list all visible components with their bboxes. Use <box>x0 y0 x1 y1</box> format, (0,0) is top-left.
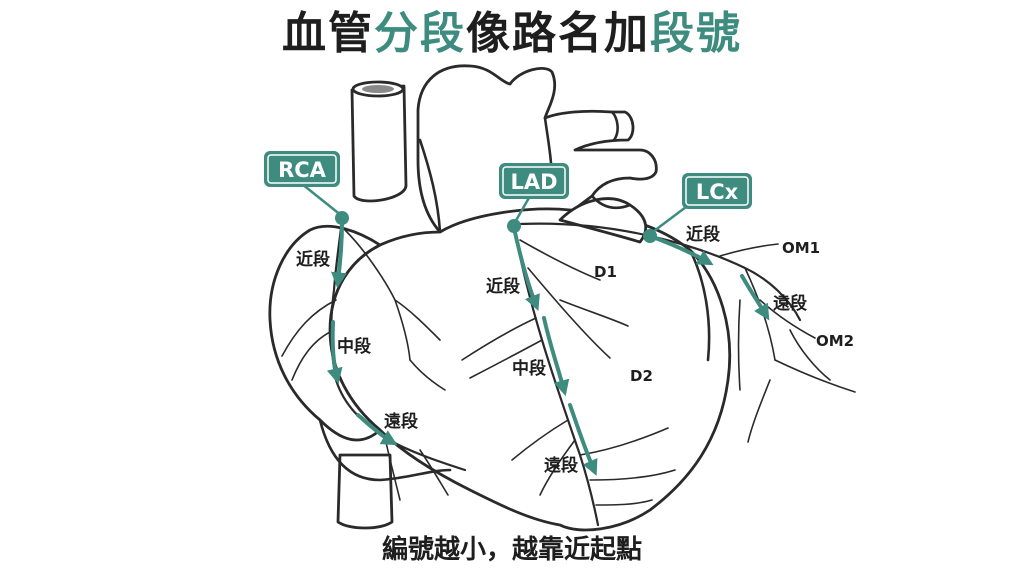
rca-mid-label: 中段 <box>337 336 371 357</box>
rca-name-label: RCA <box>278 158 327 182</box>
footer-caption: 編號越小，越靠近起點 <box>381 535 642 565</box>
lad-mid-arrow <box>542 316 570 397</box>
lad-proximal-arrow <box>512 226 540 311</box>
lcx-proximal-label: 近段 <box>686 224 720 245</box>
lcx-branch-om1-label: OM1 <box>782 239 820 257</box>
rca-name-box: RCA <box>264 151 340 187</box>
rca-proximal-arrow <box>330 220 347 289</box>
segment-labels: 近段 中段 遠段 近段 中段 遠段 近段 遠段 <box>296 224 807 476</box>
lad-proximal-label: 近段 <box>486 276 520 297</box>
lad-branch-d2-label: D2 <box>630 367 653 385</box>
page-title: 血管分段像路名加段號 <box>0 4 1024 64</box>
lad-branch-d1-label: D1 <box>594 263 617 281</box>
heart-illustration <box>268 64 732 532</box>
branch-labels: D1 D2 OM1 OM2 <box>594 239 854 385</box>
rca-mid-arrow <box>326 320 343 385</box>
lcx-branch-om2-label: OM2 <box>816 332 854 350</box>
lcx-distal-arrow <box>740 274 770 321</box>
lad-mid-label: 中段 <box>512 358 546 379</box>
rca-origin-dot <box>335 211 349 225</box>
lad-origin-dot <box>507 219 521 233</box>
lcx-distal-label: 遠段 <box>773 293 807 314</box>
lad-distal-label: 遠段 <box>544 455 578 476</box>
lad-distal-arrow <box>568 403 598 476</box>
lcx-name-label: LCx <box>696 180 739 204</box>
lad-name-box: LAD <box>499 163 569 199</box>
title-part-4-accent: 段號 <box>650 8 742 59</box>
title-part-2-accent: 分段 <box>374 8 466 59</box>
title-part-3: 像路名加 <box>466 8 650 59</box>
rca-proximal-label: 近段 <box>296 249 330 270</box>
rca-distal-label: 遠段 <box>384 411 418 432</box>
lcx-origin-dot <box>643 229 657 243</box>
origin-markers <box>301 183 691 243</box>
segment-arrows <box>326 220 770 476</box>
title-part-1: 血管 <box>282 8 374 59</box>
lad-name-label: LAD <box>510 170 557 194</box>
rca-distal-arrow <box>356 413 398 446</box>
lcx-name-box: LCx <box>682 173 752 209</box>
